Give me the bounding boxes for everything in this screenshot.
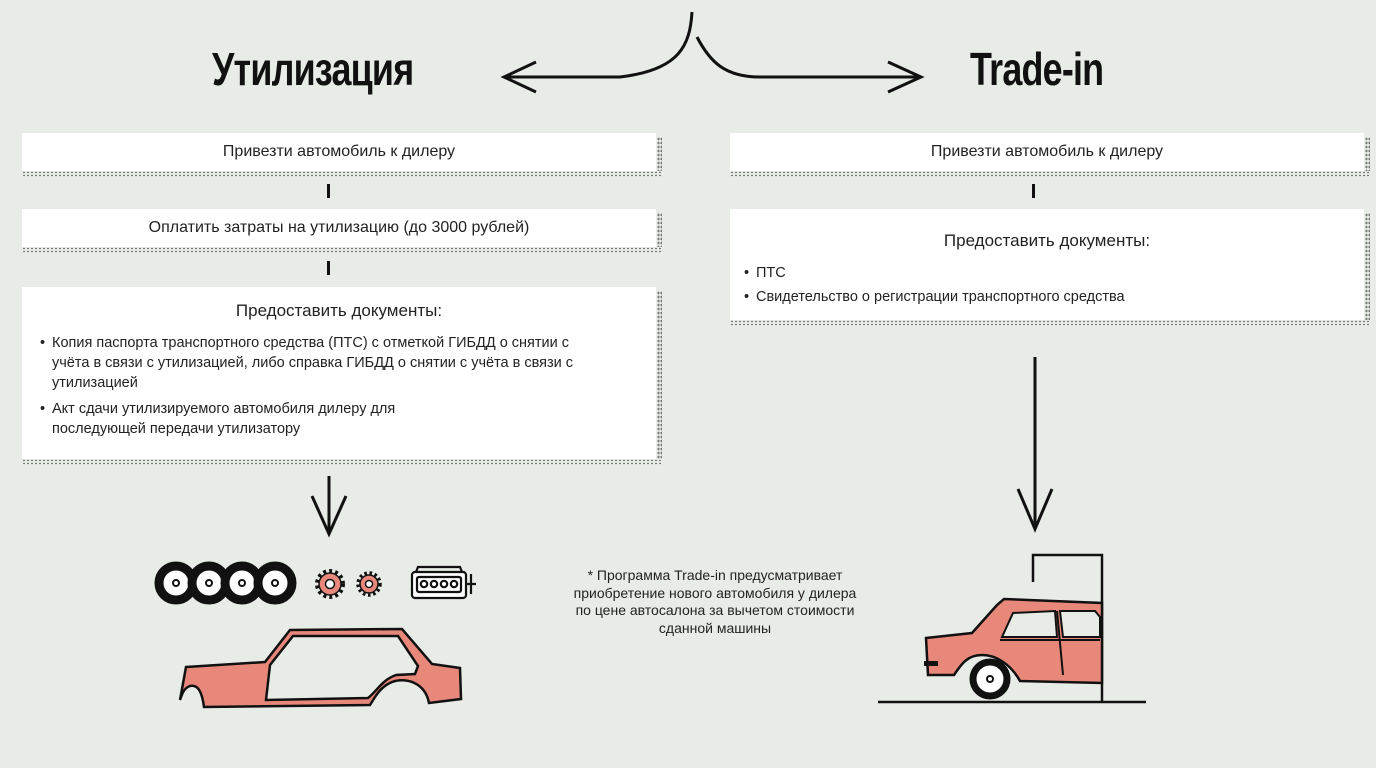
left-step-bring-car: Привезти автомобиль к дилеру	[22, 133, 662, 177]
title-utilization: Утилизация	[212, 43, 414, 95]
arrow-down-icon	[1016, 357, 1054, 533]
connector	[1032, 184, 1035, 198]
right-documents-box: Предоставить документы: ПТС Свидетельств…	[730, 209, 1370, 326]
gear-icon	[315, 569, 345, 599]
left-step-bring-car-label: Привезти автомобиль к дилеру	[222, 143, 456, 160]
left-documents-heading: Предоставить документы:	[235, 301, 443, 320]
title-trade-in: Trade-in	[970, 43, 1104, 95]
left-step-pay-costs-label: Оплатить затраты на утилизацию (до 3000 …	[148, 219, 530, 236]
list-item: ПТС	[744, 263, 1364, 283]
parts-illustration	[154, 561, 476, 605]
engine-icon	[410, 565, 476, 600]
tire-icon	[253, 561, 297, 605]
split-arrow-icon	[500, 11, 925, 94]
connector	[327, 261, 330, 275]
arrow-down-icon	[310, 476, 348, 538]
right-step-bring-car: Привезти автомобиль к дилеру	[730, 133, 1370, 177]
right-step-bring-car-label: Привезти автомобиль к дилеру	[930, 143, 1164, 160]
list-item: Акт сдачи утилизируемого автомобиля диле…	[40, 399, 412, 439]
gear-icon	[356, 571, 382, 597]
left-documents-box: Предоставить документы: Копия паспорта т…	[22, 287, 662, 465]
footnote: * Программа Trade-in предусматривает при…	[573, 567, 857, 636]
list-item: Свидетельство о регистрации транспортног…	[744, 287, 1364, 307]
left-documents-list: Копия паспорта транспортного средства (П…	[22, 333, 656, 439]
car-entering-garage-icon	[878, 553, 1146, 704]
left-step-pay-costs: Оплатить затраты на утилизацию (до 3000 …	[22, 209, 662, 253]
car-body-frame-icon	[178, 627, 463, 709]
right-documents-list: ПТС Свидетельство о регистрации транспор…	[730, 263, 1364, 307]
list-item: Копия паспорта транспортного средства (П…	[40, 333, 597, 393]
right-documents-heading: Предоставить документы:	[943, 231, 1151, 250]
connector	[327, 184, 330, 198]
